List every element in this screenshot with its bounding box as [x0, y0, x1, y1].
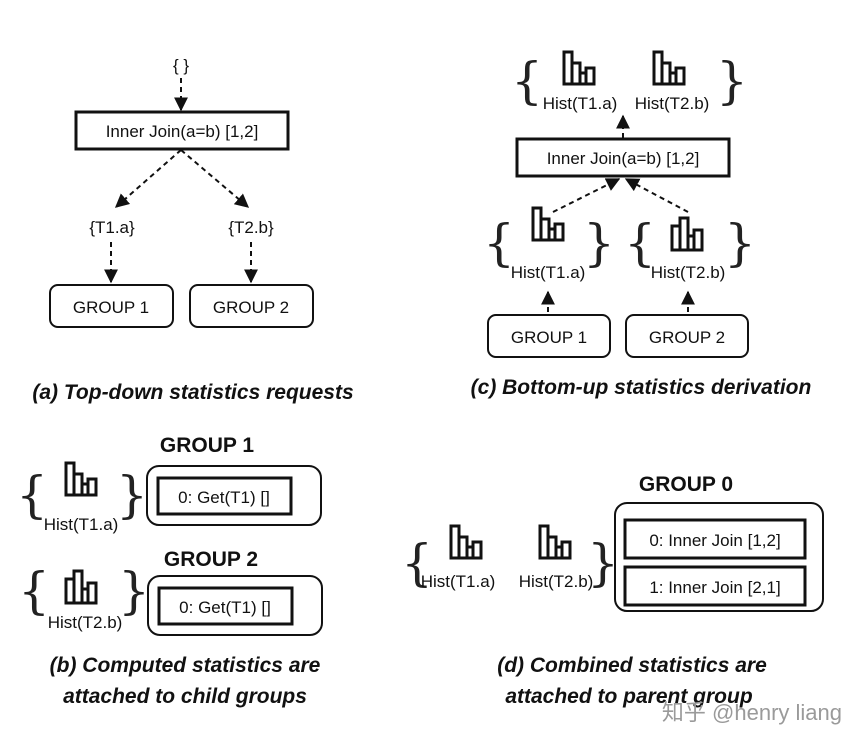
caption-b-line2: attached to child groups: [63, 685, 307, 708]
left-brace-icon: {: [483, 214, 515, 272]
histogram-icon: [652, 50, 686, 86]
inner-join-label: Inner Join(a=b) [1,2]: [106, 122, 259, 141]
group1-label: GROUP 1: [511, 328, 587, 347]
hist-left-label: Hist(T1.a): [421, 572, 496, 591]
right-brace-icon: }: [716, 52, 748, 110]
right-brace-icon: }: [116, 466, 148, 524]
right-brace-icon: }: [724, 214, 756, 272]
derive-arrow-left: [552, 178, 621, 213]
group2-box: [189, 284, 314, 328]
histogram-icon: [64, 569, 98, 605]
hist-right-label: Hist(T2.b): [651, 263, 726, 282]
histogram-icon: [449, 524, 483, 560]
histogram-icon: [531, 206, 565, 242]
panel-b: GROUP 1 { } Hist(T1.a) 0: Get(T1) [] GRO…: [16, 434, 323, 708]
watermark: 知乎 @henry liang: [662, 700, 842, 725]
caption-a: (a) Top-down statistics requests: [32, 381, 353, 404]
group1-title: GROUP 1: [160, 434, 254, 457]
inner-join-box: [74, 110, 290, 151]
panel-c: { } Hist(T1.a) Hist(T2.b) Inner Join(a=b…: [471, 50, 812, 399]
group0-expr2-box: [623, 565, 807, 607]
group2-box: [625, 314, 749, 358]
request-right-label: {T2.b}: [228, 218, 274, 237]
inner-join-box: [515, 137, 731, 178]
group2-expr-box: [157, 586, 294, 626]
derive-arrow-right: [624, 178, 689, 213]
histogram-icon: [562, 50, 596, 86]
histogram-icon: [538, 524, 572, 560]
caption-b-line1: (b) Computed statistics are: [50, 654, 321, 677]
group0-expr1-box: [623, 518, 807, 560]
caption-c: (c) Bottom-up statistics derivation: [471, 376, 812, 399]
group1-hist-label: Hist(T1.a): [44, 515, 119, 534]
hist-right-label: Hist(T2.b): [519, 572, 594, 591]
panel-a: { } Inner Join(a=b) [1,2] {T1.a} {T2.b} …: [32, 56, 353, 404]
group2-title: GROUP 2: [164, 548, 258, 571]
group0-expr2-label: 1: Inner Join [2,1]: [649, 578, 780, 597]
group2-label: GROUP 2: [213, 298, 289, 317]
histogram-icon: [670, 216, 704, 252]
group2-label: GROUP 2: [649, 328, 725, 347]
right-brace-icon: }: [118, 562, 150, 620]
right-brace-icon: }: [587, 534, 619, 592]
request-arrow-left: [114, 149, 182, 208]
left-brace-icon: {: [624, 214, 656, 272]
left-brace-icon: {: [511, 52, 543, 110]
hist-top-left-label: Hist(T1.a): [543, 94, 618, 113]
left-brace-icon: {: [16, 466, 48, 524]
group0-expr1-label: 0: Inner Join [1,2]: [649, 531, 780, 550]
right-brace-icon: }: [583, 214, 615, 272]
panel-d: GROUP 0 { } Hist(T1.a) Hist(T2.b) 0: Inn…: [401, 473, 824, 708]
group1-expr-box: [156, 476, 293, 516]
request-left-label: {T1.a}: [89, 218, 135, 237]
hist-top-right-label: Hist(T2.b): [635, 94, 710, 113]
empty-request-label: { }: [173, 56, 189, 75]
left-brace-icon: {: [18, 562, 50, 620]
inner-join-label: Inner Join(a=b) [1,2]: [547, 149, 700, 168]
group2-hist-label: Hist(T2.b): [48, 613, 123, 632]
caption-d-line1: (d) Combined statistics are: [497, 654, 767, 677]
group1-box: [49, 284, 174, 328]
group0-title: GROUP 0: [639, 473, 733, 496]
group1-box: [487, 314, 611, 358]
request-arrow-right: [180, 149, 250, 208]
group1-expr-label: 0: Get(T1) []: [178, 488, 270, 507]
hist-left-label: Hist(T1.a): [511, 263, 586, 282]
caption-d-line2: attached to parent group: [505, 685, 753, 708]
group2-expr-label: 0: Get(T1) []: [179, 598, 271, 617]
group1-label: GROUP 1: [73, 298, 149, 317]
left-brace-icon: {: [401, 534, 433, 592]
histogram-icon: [64, 461, 98, 497]
